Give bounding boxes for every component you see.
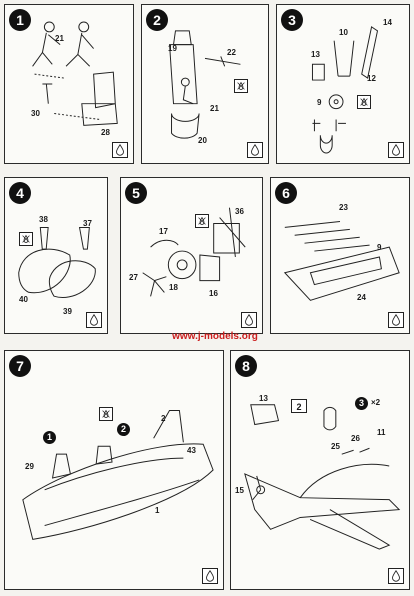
cement-warning-icon bbox=[234, 79, 248, 93]
part-label: 38 bbox=[39, 215, 48, 224]
step-5-number: 5 bbox=[125, 182, 147, 204]
step-2-panel: 2 19 22 21 20 bbox=[141, 4, 269, 164]
part-label: 9 bbox=[317, 98, 322, 107]
part-label: 17 bbox=[159, 227, 168, 236]
glue-drop-icon bbox=[112, 142, 128, 158]
glue-drop-icon bbox=[388, 312, 404, 328]
part-label: 21 bbox=[210, 104, 219, 113]
step-8-illustration bbox=[244, 404, 401, 550]
glue-drop-icon bbox=[388, 568, 404, 584]
cement-warning-icon bbox=[19, 232, 33, 246]
part-label: 16 bbox=[209, 289, 218, 298]
step-8-panel: 8 2 3 ×2 13 11 25 26 15 bbox=[230, 350, 410, 590]
step-3-panel: 3 10 14 13 9 12 bbox=[276, 4, 410, 164]
step-2-number: 2 bbox=[146, 9, 168, 31]
step-1-number: 1 bbox=[9, 9, 31, 31]
part-label: 21 bbox=[55, 34, 64, 43]
part-label: 39 bbox=[63, 307, 72, 316]
part-label: 25 bbox=[331, 442, 340, 451]
part-label: 30 bbox=[31, 109, 40, 118]
part-label: 2 bbox=[161, 414, 166, 423]
watermark-url[interactable]: www.j-models.org bbox=[172, 331, 258, 342]
glue-drop-icon bbox=[241, 312, 257, 328]
part-label: 18 bbox=[169, 283, 178, 292]
part-label: 1 bbox=[155, 506, 160, 515]
cement-warning-icon bbox=[357, 95, 371, 109]
part-label: 19 bbox=[168, 44, 177, 53]
part-label: 36 bbox=[235, 207, 244, 216]
part-label: 26 bbox=[351, 434, 360, 443]
part-label: 28 bbox=[101, 128, 110, 137]
glue-drop-icon bbox=[202, 568, 218, 584]
step-3-illustration bbox=[311, 26, 379, 154]
glue-drop-icon bbox=[86, 312, 102, 328]
step-7-number: 7 bbox=[9, 355, 31, 377]
step-4-illustration bbox=[18, 227, 96, 298]
step-7-illustration bbox=[22, 410, 214, 540]
part-label: 10 bbox=[339, 28, 348, 37]
part-label: 22 bbox=[227, 48, 236, 57]
step-7-panel: 7 1 2 2 43 29 1 bbox=[4, 350, 224, 590]
glue-drop-icon bbox=[247, 142, 263, 158]
step-8-subref-3: 3 bbox=[355, 397, 368, 410]
part-label: 13 bbox=[259, 394, 268, 403]
part-label: 27 bbox=[129, 273, 138, 282]
part-label: 24 bbox=[357, 293, 366, 302]
part-label: 40 bbox=[19, 295, 28, 304]
step-3-number: 3 bbox=[281, 9, 303, 31]
part-label: 20 bbox=[198, 136, 207, 145]
step-6-illustration bbox=[283, 221, 400, 301]
cement-warning-icon bbox=[99, 407, 113, 421]
part-label: 37 bbox=[83, 219, 92, 228]
step-5-illustration bbox=[142, 207, 246, 297]
step-6-number: 6 bbox=[275, 182, 297, 204]
part-label: 15 bbox=[235, 486, 244, 495]
glue-drop-icon bbox=[388, 142, 404, 158]
step-4-panel: 4 38 37 40 39 bbox=[4, 177, 108, 334]
step-2-illustration bbox=[169, 30, 241, 139]
step-8-ref-box: 2 bbox=[291, 399, 307, 413]
step-4-number: 4 bbox=[9, 182, 31, 204]
step-7-subref-1: 1 bbox=[43, 431, 56, 444]
part-label: 23 bbox=[339, 203, 348, 212]
part-label: 43 bbox=[187, 446, 196, 455]
step-7-subref-2: 2 bbox=[117, 423, 130, 436]
part-label: 11 bbox=[377, 428, 386, 437]
part-label: 9 bbox=[377, 243, 382, 252]
cement-warning-icon bbox=[195, 214, 209, 228]
step-8-number: 8 bbox=[235, 355, 257, 377]
step-1-illustration bbox=[32, 21, 118, 126]
part-label: 12 bbox=[367, 74, 376, 83]
part-label: 13 bbox=[311, 50, 320, 59]
multiplier-label: ×2 bbox=[371, 398, 381, 407]
part-label: 14 bbox=[383, 18, 392, 27]
step-1-panel: 1 21 30 28 bbox=[4, 4, 134, 164]
step-6-panel: 6 23 9 24 bbox=[270, 177, 410, 334]
step-5-panel: 5 36 17 27 18 16 bbox=[120, 177, 263, 334]
part-label: 29 bbox=[25, 462, 34, 471]
